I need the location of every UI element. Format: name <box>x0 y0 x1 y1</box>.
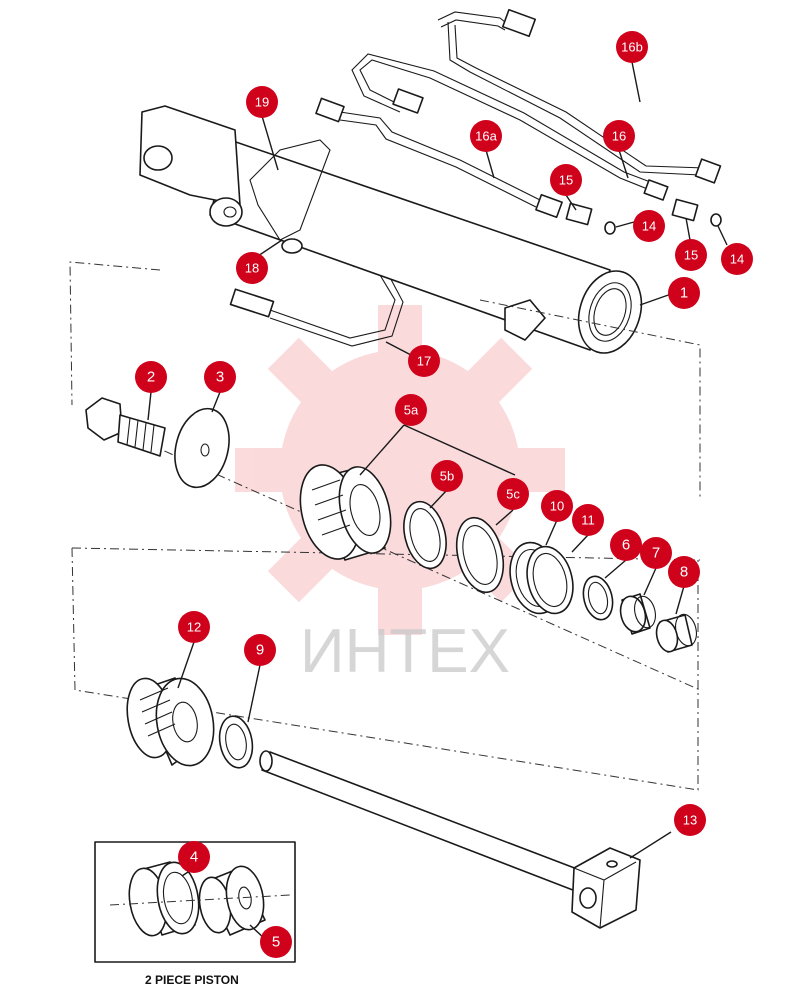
callout-14-left-label: 14 <box>642 219 656 234</box>
tube-16a <box>315 97 563 219</box>
callout-16-label: 16 <box>612 129 626 144</box>
callout-17-label: 17 <box>417 354 431 369</box>
callout-15-left-label: 15 <box>559 173 573 188</box>
inset-piston-part-5 <box>198 865 266 936</box>
callout-3: 3 <box>204 361 236 393</box>
inset-caption: 2 PIECE PISTON <box>145 973 239 987</box>
callout-5-label: 5 <box>272 934 280 951</box>
callout-14-right: 14 <box>721 243 753 275</box>
washer-14-right <box>710 213 722 227</box>
callout-6: 6 <box>610 529 642 561</box>
callout-5b-label: 5b <box>440 469 454 484</box>
gland-12 <box>126 677 215 767</box>
tube-16b <box>437 8 722 184</box>
callout-18-label: 18 <box>245 261 259 276</box>
callout-11-label: 11 <box>581 513 595 528</box>
callout-12: 12 <box>178 611 210 643</box>
callout-5b: 5b <box>431 460 463 492</box>
callout-14-left: 14 <box>633 210 665 242</box>
callout-5c: 5c <box>497 478 529 510</box>
fitting-15-right <box>671 198 699 222</box>
snap-ring-6 <box>582 575 614 621</box>
callout-5a-label: 5a <box>404 403 419 418</box>
callout-16a-label: 16a <box>475 129 497 144</box>
bracket-upper-left <box>69 261 161 406</box>
callout-16b: 16b <box>616 31 648 63</box>
callout-4-label: 4 <box>190 849 198 866</box>
bracket-upper-right <box>479 299 701 500</box>
callout-15-right: 15 <box>675 239 707 271</box>
inset-piston-part-4 <box>128 861 200 937</box>
callout-19-label: 19 <box>255 95 269 110</box>
callout-5: 5 <box>260 926 292 958</box>
callout-9: 9 <box>244 634 276 666</box>
ring-5c <box>455 516 505 594</box>
seal-11 <box>526 545 574 615</box>
callout-13: 13 <box>674 804 706 836</box>
callout-2: 2 <box>135 361 167 393</box>
cylinder-barrel <box>139 105 643 354</box>
callout-7-label: 7 <box>652 545 660 562</box>
callout-3-label: 3 <box>216 369 224 386</box>
bushing-7 <box>619 593 656 635</box>
callout-11: 11 <box>572 504 604 536</box>
piston-bolt <box>85 397 166 457</box>
callout-16a: 16a <box>470 120 502 152</box>
center-axis-line <box>94 419 701 691</box>
callout-19: 19 <box>246 86 278 118</box>
callout-18: 18 <box>236 252 268 284</box>
callout-16: 16 <box>603 120 635 152</box>
callout-4: 4 <box>178 841 210 873</box>
callout-2-label: 2 <box>147 369 155 386</box>
callout-5c-label: 5c <box>506 487 520 502</box>
callout-7: 7 <box>640 537 672 569</box>
callout-8: 8 <box>668 556 700 588</box>
callout-12-label: 12 <box>187 620 201 635</box>
hose-clamp <box>249 139 331 241</box>
callout-6-label: 6 <box>622 537 630 554</box>
tube-16 <box>351 53 669 201</box>
callout-10: 10 <box>541 490 573 522</box>
ring-5b <box>403 500 447 570</box>
piston-rod <box>259 750 586 893</box>
clamp-bolt <box>281 238 303 254</box>
piston-washer <box>174 407 230 489</box>
callout-5a: 5a <box>395 394 427 426</box>
bracket-lower-left <box>71 547 699 791</box>
seal-9 <box>218 715 254 769</box>
bushing-8 <box>655 613 697 653</box>
rod-eye-block <box>571 847 641 929</box>
callout-13-label: 13 <box>683 813 697 828</box>
callout-1-label: 1 <box>680 285 688 302</box>
callout-17: 17 <box>408 345 440 377</box>
callout-14-right-label: 14 <box>730 252 744 267</box>
piston-5a <box>299 464 392 561</box>
callout-15-right-label: 15 <box>684 248 698 263</box>
callout-8-label: 8 <box>680 564 688 581</box>
washer-14-left <box>604 221 616 235</box>
callout-15-left: 15 <box>550 164 582 196</box>
fitting-15-left <box>565 202 593 226</box>
callout-1: 1 <box>668 277 700 309</box>
watermark-text: ИНТЕХ <box>300 617 510 686</box>
callout-9-label: 9 <box>256 642 264 659</box>
callout-10-label: 10 <box>550 499 564 514</box>
leader-lines <box>147 61 728 941</box>
callout-16b-label: 16b <box>621 40 643 55</box>
